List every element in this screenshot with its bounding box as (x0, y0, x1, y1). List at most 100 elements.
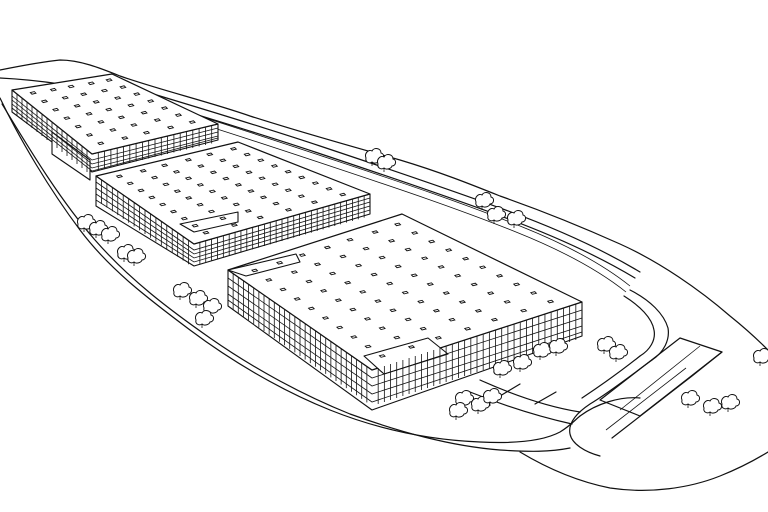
skylight (404, 317, 412, 322)
skylight (140, 110, 148, 115)
skylight (520, 308, 528, 313)
skylight (478, 265, 487, 270)
skylight (284, 188, 292, 193)
tree-crown (703, 398, 722, 414)
skylight (232, 202, 240, 207)
skylight (244, 209, 252, 213)
skylight (160, 106, 169, 110)
tree-crown (189, 290, 208, 306)
skylight (185, 196, 193, 200)
tree-crown (127, 248, 146, 264)
skylight (29, 91, 37, 95)
tree-crown (173, 282, 192, 298)
skylight (370, 272, 378, 277)
skylight (364, 344, 372, 349)
skylight (444, 248, 453, 252)
skylight (74, 124, 82, 129)
skylight (63, 116, 71, 120)
skylight (232, 164, 240, 169)
skylight (97, 141, 105, 146)
skylight (461, 256, 470, 261)
tree-crown (483, 388, 502, 404)
tree-clusters (77, 148, 768, 420)
skylight (363, 317, 372, 321)
skylight (258, 176, 266, 181)
skylight (344, 280, 352, 285)
skylight (92, 100, 100, 104)
skylight (146, 99, 155, 103)
tree-cluster (77, 214, 120, 244)
skylight (420, 256, 429, 261)
skylight (117, 115, 126, 120)
skylight (259, 195, 268, 200)
skylight (172, 170, 181, 174)
skylight (404, 247, 412, 252)
skylight (411, 231, 419, 235)
skylight (139, 169, 147, 173)
tree-crown (101, 226, 120, 242)
building-1 (11, 73, 219, 181)
skylight (105, 78, 113, 82)
tree-crown (507, 210, 526, 226)
skylight (279, 287, 287, 292)
skylight (495, 274, 504, 278)
skylight (251, 268, 259, 273)
skylight (243, 152, 251, 157)
skylight (272, 201, 280, 206)
tree-crown (681, 390, 700, 406)
skylight (126, 181, 134, 186)
skylight (184, 158, 193, 162)
skylight (109, 128, 117, 132)
tree-cluster (365, 148, 396, 172)
skylight (394, 222, 402, 227)
skylight (350, 335, 358, 339)
skylight (209, 170, 218, 175)
tree-crown (721, 394, 740, 410)
tree-cluster (597, 336, 628, 362)
skylight (191, 223, 199, 228)
skylight (196, 183, 205, 187)
skylight (490, 317, 499, 322)
skylight (202, 230, 210, 235)
skylight (133, 92, 141, 96)
skylight (230, 223, 238, 227)
skylight (325, 187, 333, 191)
skylight (67, 84, 75, 89)
skylight (319, 289, 328, 293)
skylight (85, 133, 94, 137)
skylight (339, 254, 347, 259)
skylight (321, 316, 330, 320)
tree-cluster (681, 390, 740, 416)
skylight (298, 253, 307, 257)
tree-cluster (117, 244, 146, 266)
skylight (339, 192, 347, 197)
skylight (470, 282, 478, 287)
tree-crown (487, 206, 506, 222)
skylight (150, 175, 159, 180)
skylight (159, 202, 167, 207)
skylight (160, 163, 169, 168)
skylight (378, 354, 386, 358)
tree-crown (513, 354, 532, 370)
skylight (393, 335, 401, 340)
skylight (293, 297, 301, 301)
skylight (349, 307, 357, 312)
tree-crown (753, 348, 768, 364)
skylight (458, 300, 467, 304)
skylight (180, 216, 189, 221)
skylight (247, 189, 255, 193)
skylight (426, 282, 434, 286)
skylight (162, 182, 170, 187)
skylight (417, 299, 425, 304)
skylight (137, 188, 145, 193)
skylight (378, 326, 386, 331)
skylight (453, 273, 462, 278)
tree-crown (549, 338, 568, 354)
skylight (208, 189, 217, 194)
tree-crown (493, 360, 512, 376)
skylight (87, 81, 95, 86)
tree-cluster (173, 282, 222, 328)
facade-ribs (16, 94, 577, 404)
skylight (121, 136, 129, 140)
skylight (387, 239, 396, 243)
